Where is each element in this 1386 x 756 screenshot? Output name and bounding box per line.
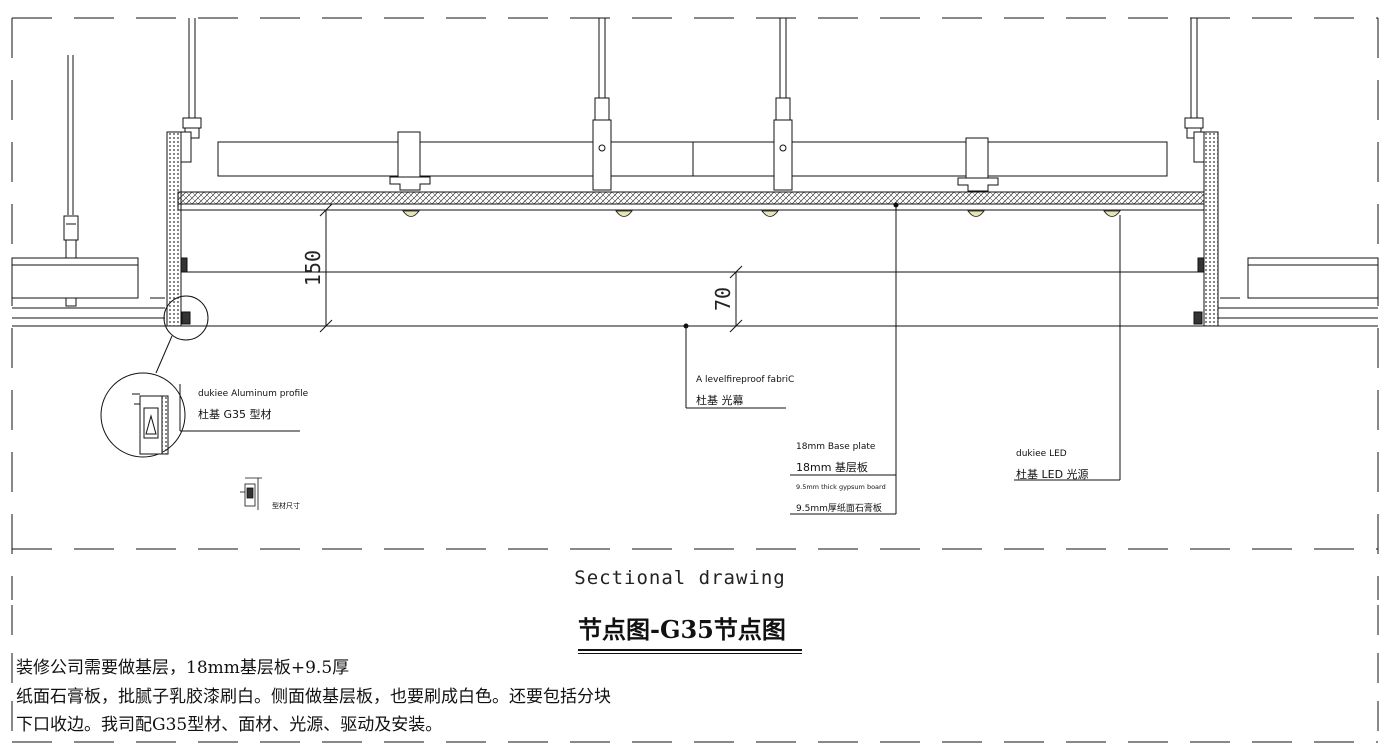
side-walls bbox=[166, 131, 1219, 327]
label-base-en: 18mm Base plate bbox=[796, 442, 876, 452]
small-profile-detail bbox=[240, 477, 262, 510]
small-dim-note: 型材尺寸 bbox=[272, 501, 300, 510]
note-line-2: 纸面石膏板，批腻子乳胶漆刷白。侧面做基层板，也要刷成白色。还要包括分块 bbox=[16, 686, 611, 707]
drawing-frame bbox=[11, 17, 1379, 743]
label-profile-en: dukiee Aluminum profile bbox=[198, 389, 309, 399]
left-adjacent-ceiling bbox=[11, 55, 170, 327]
notes: 装修公司需要做基层，18mm基层板+9.5厚 纸面石膏板，批腻子乳胶漆刷白。侧面… bbox=[16, 654, 611, 740]
hanger-rods bbox=[182, 18, 1204, 191]
right-adjacent-ceiling bbox=[1218, 257, 1379, 327]
label-profile-cn: 杜基 G35 型材 bbox=[198, 407, 272, 421]
label-gypsum-cn: 9.5mm厚纸面石膏板 bbox=[796, 502, 882, 514]
title-block: 节点图-G35节点图 bbox=[578, 610, 802, 654]
base-plate bbox=[177, 191, 1205, 211]
dim-inner-height: 70 bbox=[711, 287, 735, 311]
note-line-3: 下口收边。我司配G35型材、面材、光源、驱动及安装。 bbox=[16, 715, 443, 735]
label-led-en: dukiee LED bbox=[1016, 449, 1067, 459]
title-underline-thin bbox=[578, 653, 802, 654]
detail-callout bbox=[100, 295, 209, 458]
main-channel bbox=[217, 131, 1168, 192]
label-fabric-en: A levelfireproof fabriC bbox=[696, 375, 794, 385]
note-line-1: 装修公司需要做基层，18mm基层板+9.5厚 bbox=[16, 658, 350, 678]
dimension-lines bbox=[318, 203, 744, 333]
led-lights bbox=[402, 210, 1121, 217]
label-gypsum-en: 9.5mm thick gypsum board bbox=[796, 483, 886, 491]
label-fabric-cn: 杜基 光幕 bbox=[696, 393, 744, 407]
node-title: 节点图-G35节点图 bbox=[578, 615, 786, 644]
label-base-cn: 18mm 基层板 bbox=[796, 460, 868, 474]
title-underline bbox=[578, 649, 802, 651]
label-led-cn: 杜基 LED 光源 bbox=[1016, 467, 1089, 481]
dim-total-height: 150 bbox=[301, 250, 325, 286]
leader-lines bbox=[179, 202, 1121, 515]
section-caption: Sectional drawing bbox=[574, 567, 786, 589]
